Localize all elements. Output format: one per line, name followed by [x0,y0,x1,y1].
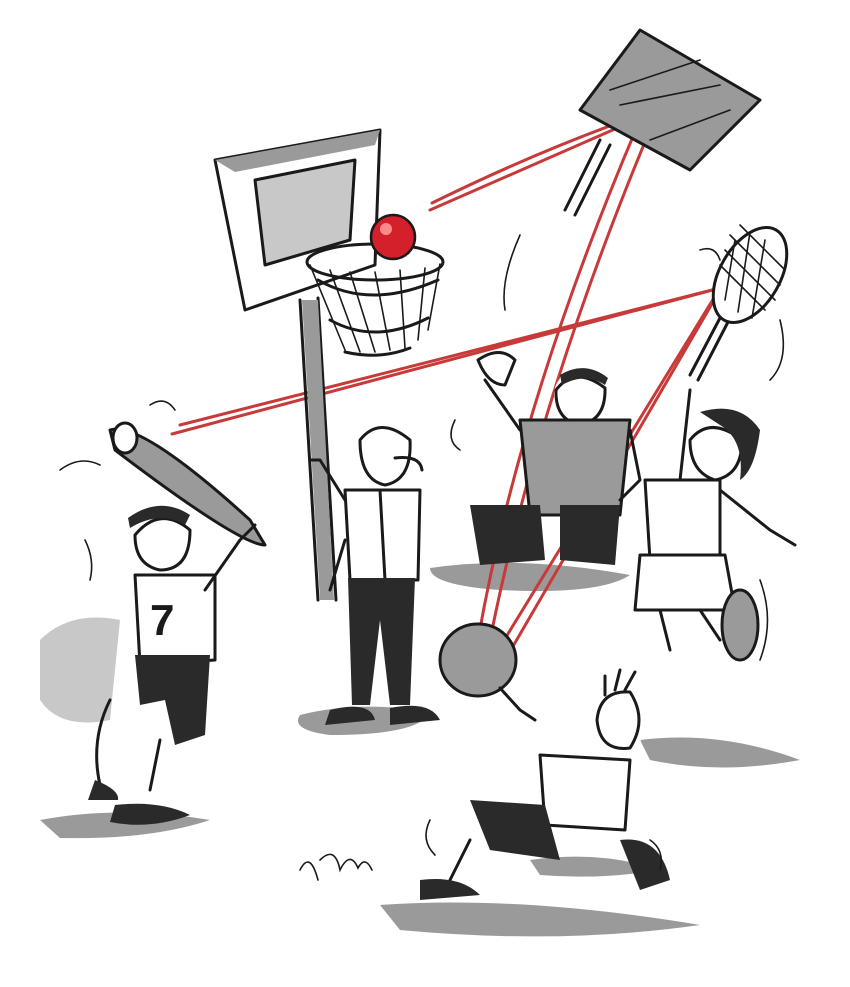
tennis-racket [688,224,789,382]
motion-marks [59,234,785,871]
ping-pong-player [420,622,670,900]
artist-signature [299,853,373,881]
flying-backboard [563,28,762,217]
jersey-number: 7 [150,596,174,645]
pole-holding-player [308,422,440,725]
basketball-hoop [213,128,445,602]
tennis-player [633,388,797,662]
catcher-player [470,351,642,565]
red-ball [369,213,417,261]
batter-player: 7 [88,421,267,825]
